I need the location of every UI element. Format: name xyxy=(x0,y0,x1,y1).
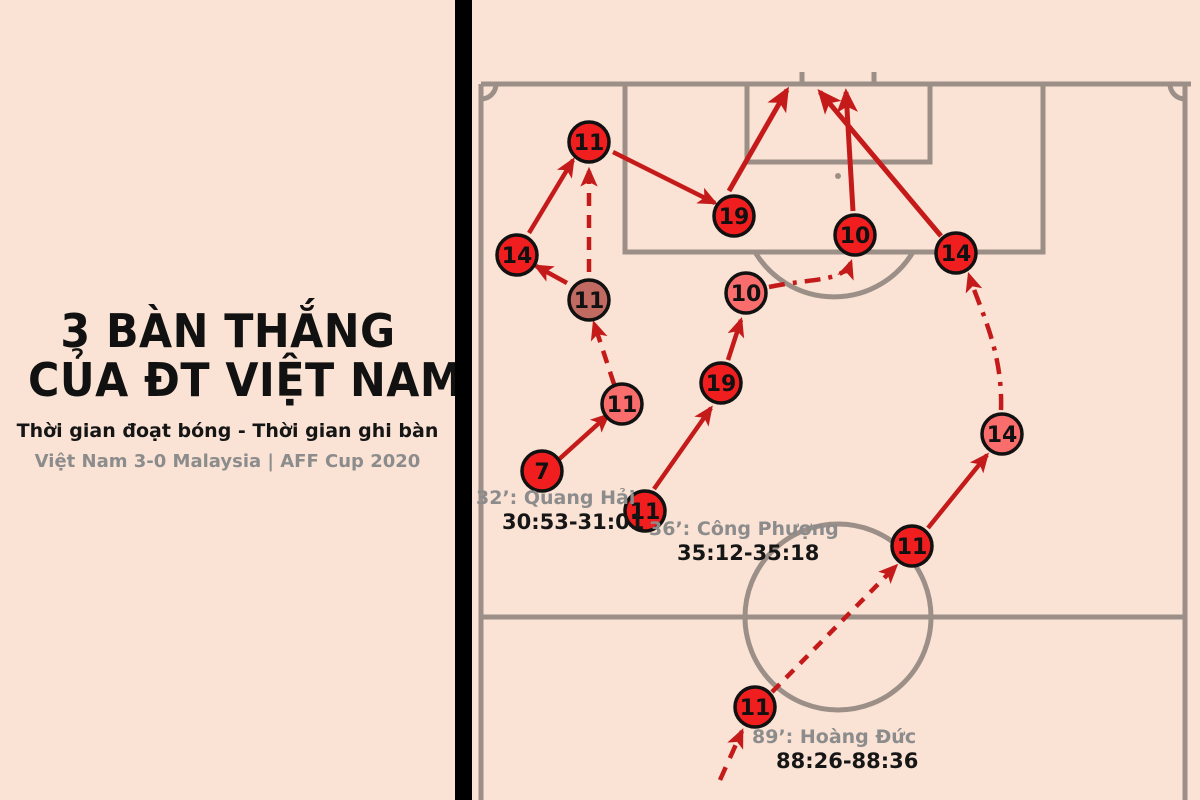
pass-arrow xyxy=(611,149,718,206)
carry-arrow xyxy=(770,563,899,694)
player-marker: 14 xyxy=(980,412,1024,456)
marker-circle xyxy=(699,361,743,405)
pass-arrow xyxy=(554,412,611,464)
sequence-goal-2 xyxy=(717,88,1004,781)
player-marker: 19 xyxy=(712,194,756,238)
player-marker: 14 xyxy=(934,231,978,275)
sequence-goal-1 xyxy=(652,88,858,491)
marker-shirt-number: 11 xyxy=(897,535,928,560)
marker-shirt-number: 10 xyxy=(731,282,762,307)
marker-circle xyxy=(567,278,611,322)
pitch-diagram: 7 11 11 14 11 19 11 19 10 10 11 11 14 14 xyxy=(478,72,1191,800)
marker-circle xyxy=(724,271,768,315)
run-arrow xyxy=(717,728,745,781)
player-marker: 11 xyxy=(733,685,777,729)
player-marker: 10 xyxy=(833,213,877,257)
panel-divider xyxy=(455,0,472,800)
pass-arrow xyxy=(652,405,713,491)
event-player-name: 32’: Quang Hải xyxy=(476,487,636,509)
marker-circle xyxy=(833,213,877,257)
player-markers: 7 11 11 14 11 19 11 19 10 10 11 11 14 14 xyxy=(495,120,1024,729)
marker-circle xyxy=(712,194,756,238)
player-marker: 11 xyxy=(890,524,934,568)
player-marker: 7 xyxy=(520,449,564,493)
pitch-lines xyxy=(478,72,1191,800)
event-time-range: 30:53-31:01 xyxy=(502,510,645,534)
penalty-area xyxy=(622,84,1046,255)
marker-shirt-number: 10 xyxy=(840,224,871,249)
marker-circle xyxy=(495,233,539,277)
marker-shirt-number: 11 xyxy=(574,289,605,314)
corner-arc-left xyxy=(480,83,499,102)
marker-shirt-number: 7 xyxy=(534,460,549,485)
event-label-goal-0: 32’: Quang Hải 30:53-31:01 xyxy=(476,487,644,534)
event-label-goal-1: 36’: Công Phượng 35:12-35:18 xyxy=(649,518,839,565)
player-marker: 11 xyxy=(567,278,611,322)
headline-line-1: 3 BÀN THẮNG xyxy=(59,304,396,359)
subtitle-primary: Thời gian đoạt bóng - Thời gian ghi bàn xyxy=(16,419,439,442)
penalty-arc xyxy=(752,250,916,300)
marker-circle xyxy=(890,524,934,568)
carry-arrow xyxy=(965,271,1004,411)
centre-circle xyxy=(742,521,934,713)
marker-circle xyxy=(567,120,611,164)
player-marker: 11 xyxy=(567,120,611,164)
headline-line-2: CỦA ĐT VIỆT NAM xyxy=(27,353,463,407)
shot-arrow xyxy=(817,88,943,238)
subtitle-secondary: Việt Nam 3-0 Malaysia | AFF Cup 2020 xyxy=(34,450,421,472)
marker-shirt-number: 14 xyxy=(502,244,533,269)
pass-arrow xyxy=(926,452,989,530)
marker-shirt-number: 14 xyxy=(987,423,1018,448)
marker-shirt-number: 11 xyxy=(607,393,638,418)
player-marker: 11 xyxy=(623,489,667,533)
player-marker: 10 xyxy=(724,271,768,315)
event-time-range: 35:12-35:18 xyxy=(677,541,820,565)
corner-arc-right xyxy=(1167,83,1186,102)
marker-circle xyxy=(980,412,1024,456)
penalty-spot xyxy=(835,173,841,179)
six-yard-box xyxy=(744,84,933,165)
marker-circle xyxy=(520,449,564,493)
marker-shirt-number: 11 xyxy=(574,131,605,156)
sequence-goal-0 xyxy=(527,86,790,464)
pass-arrow xyxy=(533,264,569,285)
marker-circle xyxy=(733,685,777,729)
shot-arrow xyxy=(726,86,790,193)
pass-arrow xyxy=(527,157,575,235)
marker-shirt-number: 14 xyxy=(941,242,972,267)
event-label-goal-2: 89’: Hoàng Đức 88:26-88:36 xyxy=(752,726,918,773)
marker-shirt-number: 11 xyxy=(740,696,771,721)
event-player-name: 36’: Công Phượng xyxy=(649,518,839,540)
marker-circle xyxy=(600,382,644,426)
carry-arrow xyxy=(768,259,854,290)
pass-arrow xyxy=(725,316,745,361)
event-time-range: 88:26-88:36 xyxy=(776,749,919,773)
marker-circle xyxy=(934,231,978,275)
carry-arrow xyxy=(590,319,617,385)
title-panel: 3 BÀN THẮNG CỦA ĐT VIỆT NAM Thời gian đo… xyxy=(0,0,463,800)
shot-arrow xyxy=(836,88,858,212)
pitch-panel: 7 11 11 14 11 19 11 19 10 10 11 11 14 14 32’: Quang H… xyxy=(472,0,1200,800)
marker-circle xyxy=(623,489,667,533)
player-marker: 11 xyxy=(600,382,644,426)
title-block: 3 BÀN THẮNG CỦA ĐT VIỆT NAM Thời gian đo… xyxy=(13,304,463,472)
player-marker: 19 xyxy=(699,361,743,405)
marker-shirt-number: 11 xyxy=(630,500,661,525)
player-marker: 14 xyxy=(495,233,539,277)
marker-shirt-number: 19 xyxy=(719,205,750,230)
event-player-name: 89’: Hoàng Đức xyxy=(752,726,917,748)
marker-shirt-number: 19 xyxy=(706,372,737,397)
